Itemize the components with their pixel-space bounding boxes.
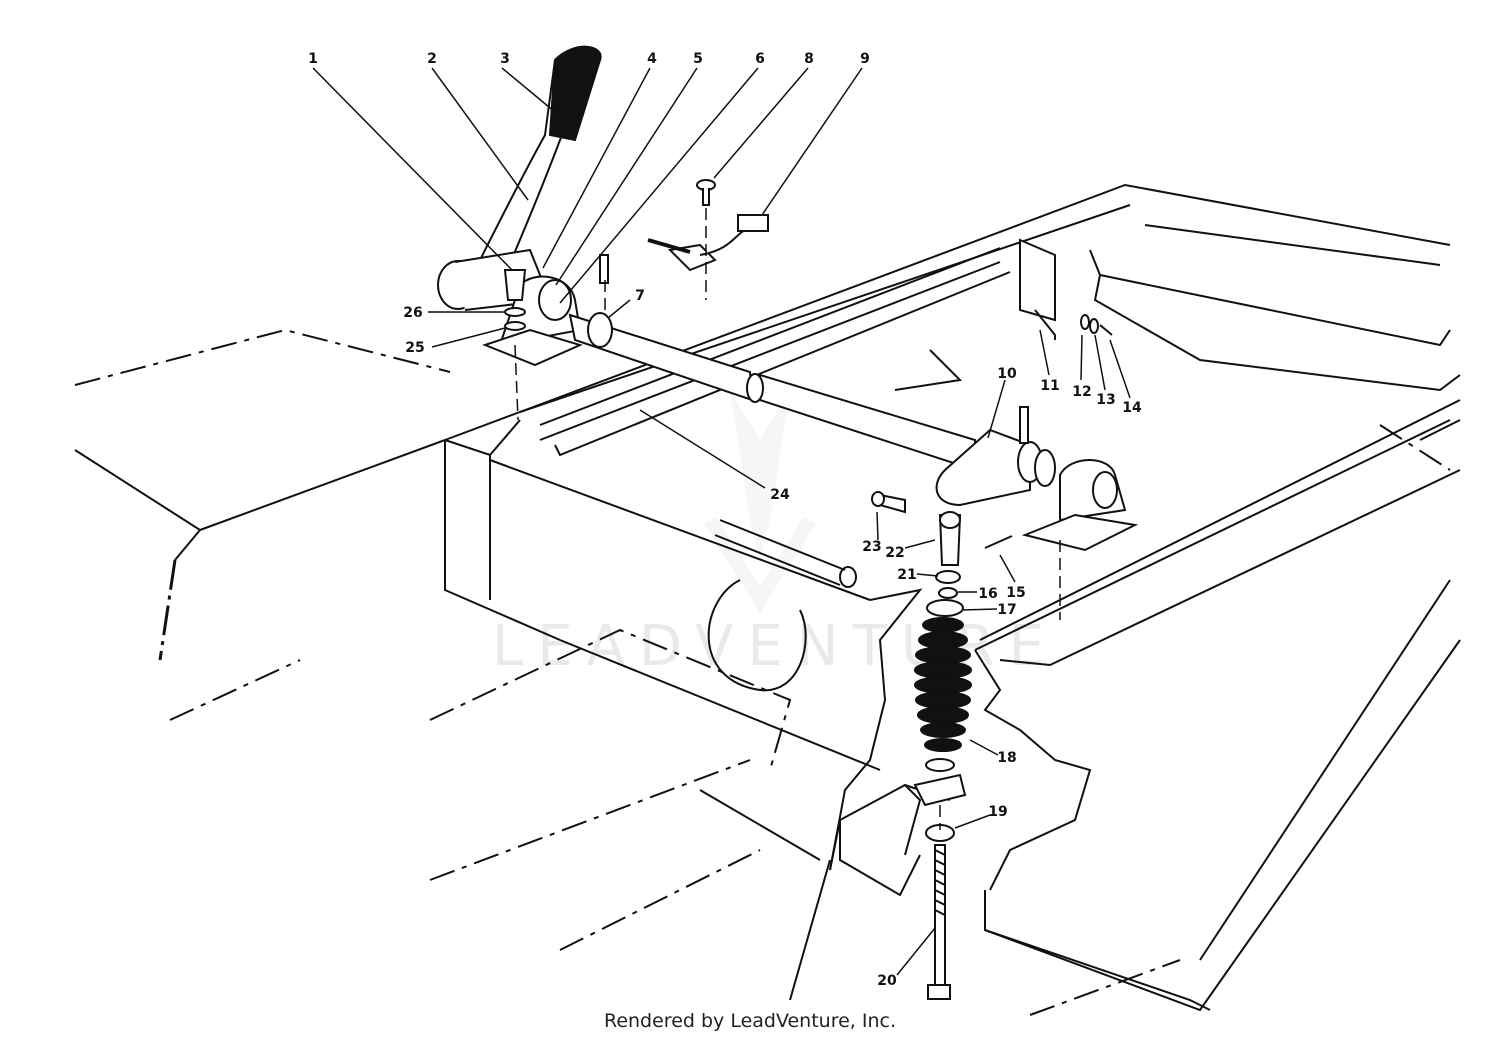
callout-5: 5	[693, 51, 703, 67]
callout-labels: 1 2 3 4 5 6 8 9 7 26 25 11 12 13 14 10 2…	[308, 51, 1142, 989]
leader-lines	[312, 67, 1131, 976]
callout-22: 22	[885, 545, 904, 561]
callout-9: 9	[860, 51, 870, 67]
callout-12: 12	[1072, 384, 1091, 400]
spring	[914, 617, 972, 772]
callout-6: 6	[755, 51, 765, 67]
callout-13: 13	[1096, 392, 1115, 408]
callout-15: 15	[1006, 585, 1025, 601]
callout-25: 25	[405, 340, 424, 356]
callout-8: 8	[804, 51, 814, 67]
callout-4: 4	[647, 51, 657, 67]
render-credit: Rendered by LeadVenture, Inc.	[603, 1010, 897, 1032]
callout-20: 20	[877, 973, 897, 989]
callout-10: 10	[997, 366, 1017, 382]
callout-19: 19	[988, 804, 1007, 820]
callout-3: 3	[500, 51, 510, 67]
callout-7: 7	[635, 288, 645, 304]
callout-24: 24	[770, 487, 790, 503]
watermark-logo	[704, 390, 816, 614]
alignment-lines	[514, 208, 1061, 830]
callout-1: 1	[308, 51, 318, 67]
callout-26: 26	[403, 305, 422, 321]
callout-2: 2	[427, 51, 437, 67]
callout-14: 14	[1122, 400, 1142, 416]
callout-11: 11	[1040, 378, 1059, 394]
callout-18: 18	[997, 750, 1016, 766]
lever-assembly	[437, 45, 1139, 617]
callout-17: 17	[997, 602, 1016, 618]
callout-23: 23	[862, 539, 881, 555]
callout-21: 21	[897, 567, 916, 583]
callout-16: 16	[978, 586, 997, 602]
